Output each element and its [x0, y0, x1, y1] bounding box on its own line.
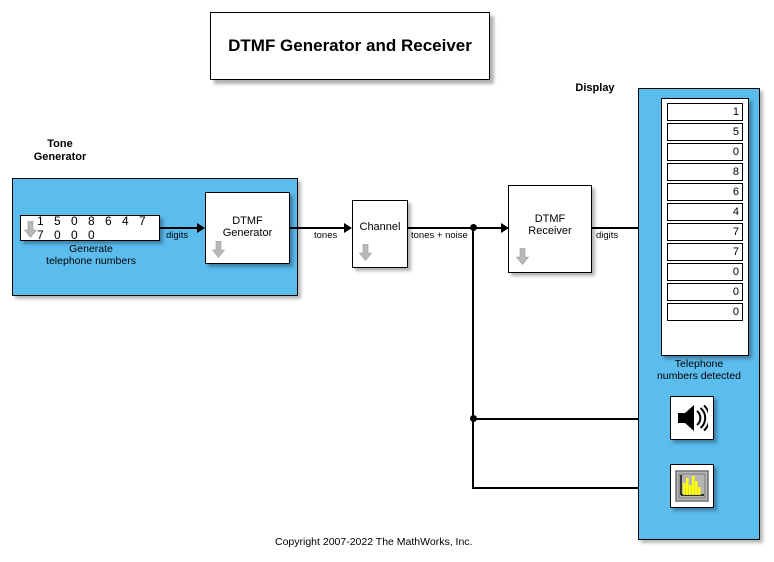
signal-label-digits-out: digits — [596, 230, 619, 241]
detected-digit-cell: 5 — [667, 123, 743, 141]
signal-label-digits-in: digits — [166, 230, 189, 241]
scope-sink-block[interactable] — [670, 464, 714, 508]
dtmf-generator-label: DTMF Generator — [222, 215, 273, 239]
speaker-icon — [678, 404, 708, 432]
wire-branch-to-audio — [472, 418, 668, 420]
arrow-head-receiver-input — [501, 223, 509, 233]
detected-digit-cell: 4 — [667, 203, 743, 221]
detected-digit-cell: 8 — [667, 163, 743, 181]
subsystem-down-arrow-icon — [212, 241, 225, 258]
wire-generator-to-channel — [290, 227, 345, 229]
wire-receiver-to-display — [592, 227, 665, 229]
telephone-number-source-block[interactable]: 1 5 0 8 6 4 7 7 0 0 0 — [20, 214, 160, 242]
detected-digits-display[interactable]: 1 5 0 8 6 4 7 7 0 0 0 — [661, 98, 749, 356]
detected-digit-cell: 0 — [667, 143, 743, 161]
subsystem-down-arrow-icon — [24, 221, 37, 238]
signal-label-tones: tones — [314, 230, 338, 241]
wire-branch-vertical — [472, 227, 474, 489]
display-caption: Telephone numbers detected — [656, 358, 742, 382]
subsystem-down-arrow-icon — [359, 244, 372, 261]
arrow-head-generator-input — [197, 223, 205, 233]
dtmf-generator-block[interactable]: DTMF Generator — [205, 192, 290, 264]
detected-digit-cell: 0 — [667, 263, 743, 281]
arrow-head-channel-input — [344, 223, 352, 233]
channel-block[interactable]: Channel — [352, 200, 408, 268]
detected-digit-cell: 0 — [667, 283, 743, 301]
detected-digit-cell: 7 — [667, 243, 743, 261]
display-group-title: Display — [575, 82, 615, 94]
signal-label-tones-plus-noise: tones + noise — [411, 230, 468, 241]
telephone-number-source-caption: Generate telephone numbers — [46, 243, 136, 267]
detected-digit-cell: 0 — [667, 303, 743, 321]
tone-generator-group-title: Tone Generator — [33, 138, 87, 163]
spectrum-scope-icon — [675, 470, 709, 502]
audio-sink-block[interactable] — [670, 396, 714, 440]
model-title-block: DTMF Generator and Receiver — [210, 12, 490, 80]
detected-digit-cell: 1 — [667, 103, 743, 121]
page-title: DTMF Generator and Receiver — [228, 36, 472, 55]
dtmf-receiver-label: DTMF Receiver — [528, 213, 572, 237]
copyright-notice: Copyright 2007-2022 The MathWorks, Inc. — [275, 536, 473, 548]
wire-channel-to-receiver — [408, 227, 503, 229]
detected-digit-cell: 6 — [667, 183, 743, 201]
detected-digit-cell: 7 — [667, 223, 743, 241]
wire-source-to-generator — [160, 227, 198, 229]
subsystem-down-arrow-icon — [516, 248, 529, 265]
dtmf-receiver-block[interactable]: DTMF Receiver — [508, 185, 592, 273]
channel-label: Channel — [359, 221, 401, 233]
source-digits-value: 1 5 0 8 6 4 7 7 0 0 0 — [37, 214, 150, 242]
wire-branch-to-scope — [472, 487, 668, 489]
